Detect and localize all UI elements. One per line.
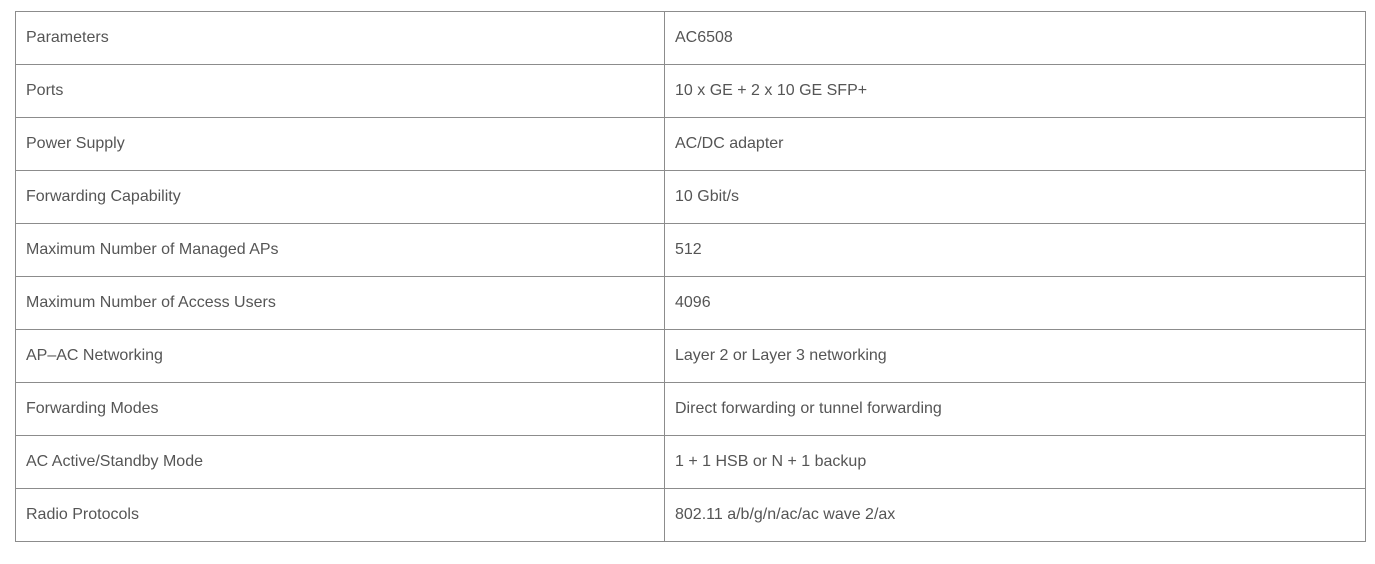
value-cell: 4096 [664,276,1366,330]
value-cell: AC6508 [664,11,1366,65]
table-row: AC Active/Standby Mode 1 + 1 HSB or N + … [15,435,1366,489]
parameter-cell: Power Supply [15,117,665,171]
table-row: Power Supply AC/DC adapter [15,117,1366,171]
parameter-cell: AP–AC Networking [15,329,665,383]
table-row: Forwarding Modes Direct forwarding or tu… [15,382,1366,436]
parameter-cell: Radio Protocols [15,488,665,542]
table-row: Maximum Number of Access Users 4096 [15,276,1366,330]
specifications-table: Parameters AC6508 Ports 10 x GE + 2 x 10… [15,11,1366,542]
specifications-table-body: Parameters AC6508 Ports 10 x GE + 2 x 10… [15,11,1366,542]
parameter-cell: Forwarding Modes [15,382,665,436]
value-cell: 1 + 1 HSB or N + 1 backup [664,435,1366,489]
value-cell: Layer 2 or Layer 3 networking [664,329,1366,383]
table-row: Parameters AC6508 [15,11,1366,65]
parameter-cell: Ports [15,64,665,118]
parameter-cell: Maximum Number of Access Users [15,276,665,330]
value-cell: 802.11 a/b/g/n/ac/ac wave 2/ax [664,488,1366,542]
parameter-cell: Parameters [15,11,665,65]
value-cell: Direct forwarding or tunnel forwarding [664,382,1366,436]
parameter-cell: Forwarding Capability [15,170,665,224]
value-cell: 10 Gbit/s [664,170,1366,224]
value-cell: 10 x GE + 2 x 10 GE SFP+ [664,64,1366,118]
table-row: AP–AC Networking Layer 2 or Layer 3 netw… [15,329,1366,383]
table-row: Forwarding Capability 10 Gbit/s [15,170,1366,224]
value-cell: 512 [664,223,1366,277]
table-row: Maximum Number of Managed APs 512 [15,223,1366,277]
value-cell: AC/DC adapter [664,117,1366,171]
parameter-cell: Maximum Number of Managed APs [15,223,665,277]
table-row: Ports 10 x GE + 2 x 10 GE SFP+ [15,64,1366,118]
parameter-cell: AC Active/Standby Mode [15,435,665,489]
table-row: Radio Protocols 802.11 a/b/g/n/ac/ac wav… [15,488,1366,542]
